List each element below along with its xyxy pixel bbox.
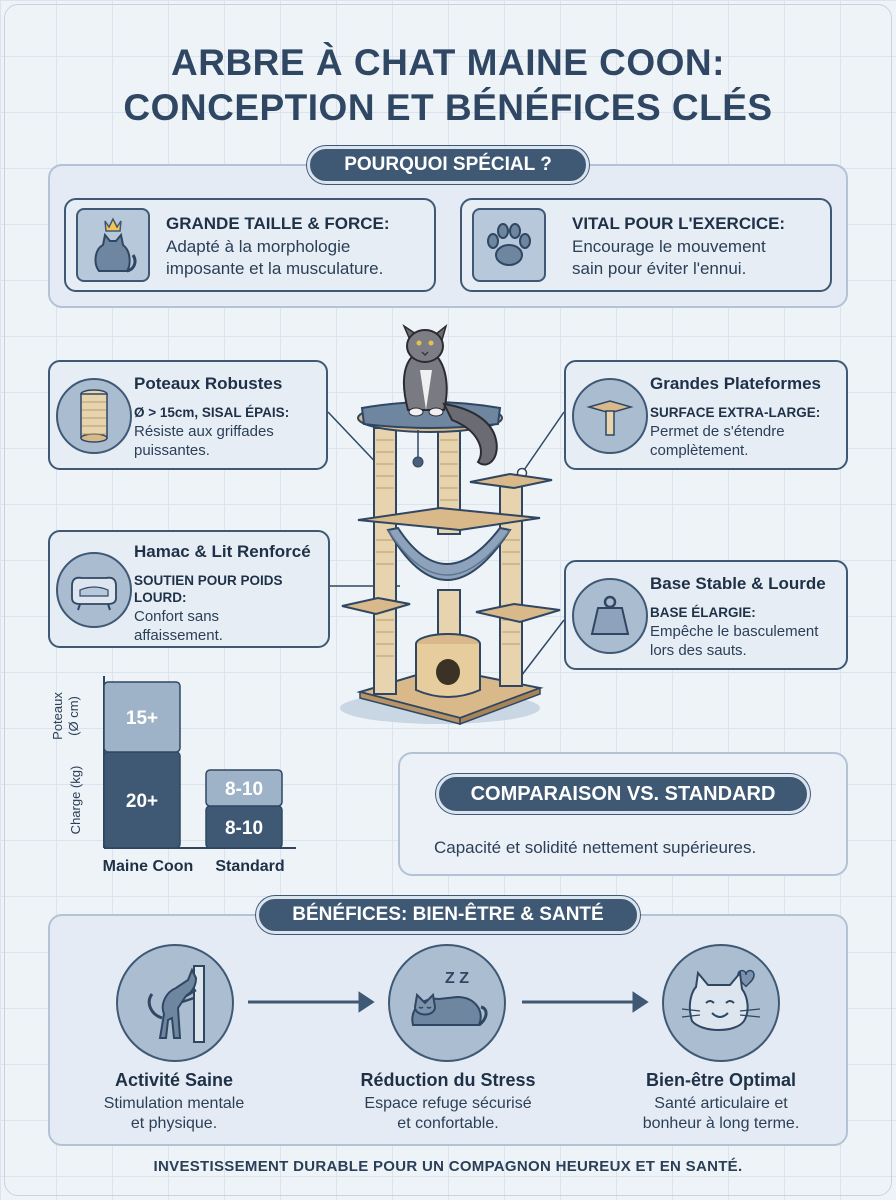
feature-card-hammock: Hamac & Lit Renforcé SOUTIEN POUR POIDS … <box>48 530 330 648</box>
feature-card-base-line1: Empêche le basculement <box>650 623 819 640</box>
feature-card-posts: Poteaux Robustes Ø > 15cm, SISAL ÉPAIS: … <box>48 360 328 470</box>
sisal-post-icon <box>56 378 132 454</box>
y-label-poteaux-line1: Poteaux <box>50 692 65 740</box>
benefit-3-line1: Santé articulaire et <box>654 1095 788 1112</box>
platform-icon <box>572 378 648 454</box>
comparison-panel <box>398 752 848 876</box>
weight-icon <box>572 578 648 654</box>
feature-card-hammock-sub1: SOUTIEN POUR POIDS <box>134 573 283 588</box>
why-special-label: POURQUOI SPÉCIAL ? <box>307 146 589 184</box>
feature-card-hammock-line2: affaissement. <box>134 627 223 644</box>
scratching-cat-icon <box>116 944 234 1062</box>
feature-card-posts-sub: Ø > 15cm, SISAL ÉPAIS: <box>134 405 290 420</box>
feature-card-hammock-title: Hamac & Lit Renforcé <box>134 542 311 561</box>
bar-charge-label-1: 8-10 <box>225 818 263 839</box>
y-label-poteaux-line2: (Ø cm) <box>66 696 81 736</box>
benefit-3-head: Bien-être Optimal <box>645 1070 797 1090</box>
bar-poteaux-label-1: 8-10 <box>225 779 263 800</box>
feature-card-posts-title: Poteaux Robustes <box>134 374 283 393</box>
bar-poteaux-0 <box>103 681 181 753</box>
why-card-exercise-line2: sain pour éviter l'ennui. <box>572 259 747 278</box>
benefit-1-line1: Stimulation mentale <box>103 1095 245 1112</box>
feature-card-base-sub: BASE ÉLARGIE: <box>650 605 756 620</box>
feature-card-platforms-line2: complètement. <box>650 442 749 459</box>
feature-card-posts-line1: Résiste aux griffades <box>134 423 274 440</box>
title-line-2: CONCEPTION ET BÉNÉFICES CLÉS <box>123 87 773 128</box>
why-card-exercise-head: VITAL POUR L'EXERCICE: <box>572 214 786 233</box>
y-label-charge: Charge (kg) <box>68 766 83 835</box>
bar-poteaux-1 <box>205 769 283 807</box>
feature-card-platforms-line1: Permet de s'étendre <box>650 423 785 440</box>
bar-poteaux-label-0: 15+ <box>126 708 158 729</box>
crowned-cat-icon <box>76 208 150 282</box>
why-card-size-line2: imposante et la musculature. <box>166 259 384 278</box>
benefit-1-head: Activité Saine <box>114 1070 234 1090</box>
feature-card-platforms-title: Grandes Plateformes <box>650 374 822 393</box>
feature-card-base: Base Stable & Lourde BASE ÉLARGIE: Empêc… <box>564 560 848 670</box>
page-title: ARBRE À CHAT MAINE COON: CONCEPTION ET B… <box>0 40 896 130</box>
benefit-2-line2: et confortable. <box>397 1115 499 1132</box>
benefit-1-line2: et physique. <box>130 1115 218 1132</box>
feature-card-hammock-line1: Confort sans <box>134 608 220 625</box>
sleeping-cat-icon: Z Z <box>388 944 506 1062</box>
sleeping-cat-zz: Z Z <box>445 970 469 987</box>
paw-icon <box>472 208 546 282</box>
feature-card-hammock-sub2: LOURD: <box>134 590 187 605</box>
footer-tagline: INVESTISSEMENT DURABLE POUR UN COMPAGNON… <box>153 1158 743 1175</box>
comparison-label: COMPARAISON VS. STANDARD <box>436 774 810 814</box>
benefit-3-line2: bonheur à long terme. <box>642 1115 800 1132</box>
feature-card-platforms: Grandes Plateformes SURFACE EXTRA-LARGE:… <box>564 360 848 470</box>
x-tick-label-1: Standard <box>215 858 284 875</box>
feature-card-platforms-sub: SURFACE EXTRA-LARGE: <box>650 405 821 420</box>
cat-bed-icon <box>56 552 132 628</box>
why-card-size-line1: Adapté à la morphologie <box>166 237 351 256</box>
bar-charge-label-0: 20+ <box>126 791 158 812</box>
comparison-text: Capacité et solidité nettement supérieur… <box>434 838 757 857</box>
x-tick-label-0: Maine Coon <box>103 858 194 875</box>
why-card-exercise-line1: Encourage le mouvement <box>572 237 766 256</box>
title-line-1: ARBRE À CHAT MAINE COON: <box>171 42 725 83</box>
why-card-exercise: VITAL POUR L'EXERCICE: Encourage le mouv… <box>460 198 832 292</box>
happy-cat-icon <box>662 944 780 1062</box>
feature-card-base-line2: lors des sauts. <box>650 642 747 659</box>
why-card-size: GRANDE TAILLE & FORCE: Adapté à la morph… <box>64 198 436 292</box>
benefit-2-head: Réduction du Stress <box>360 1070 536 1090</box>
why-card-size-head: GRANDE TAILLE & FORCE: <box>166 214 390 233</box>
feature-card-posts-line2: puissantes. <box>134 442 210 459</box>
benefits-label: BÉNÉFICES: BIEN-ÊTRE & SANTÉ <box>256 896 640 934</box>
feature-card-base-title: Base Stable & Lourde <box>650 574 826 593</box>
benefit-2-line1: Espace refuge sécurisé <box>364 1095 532 1112</box>
